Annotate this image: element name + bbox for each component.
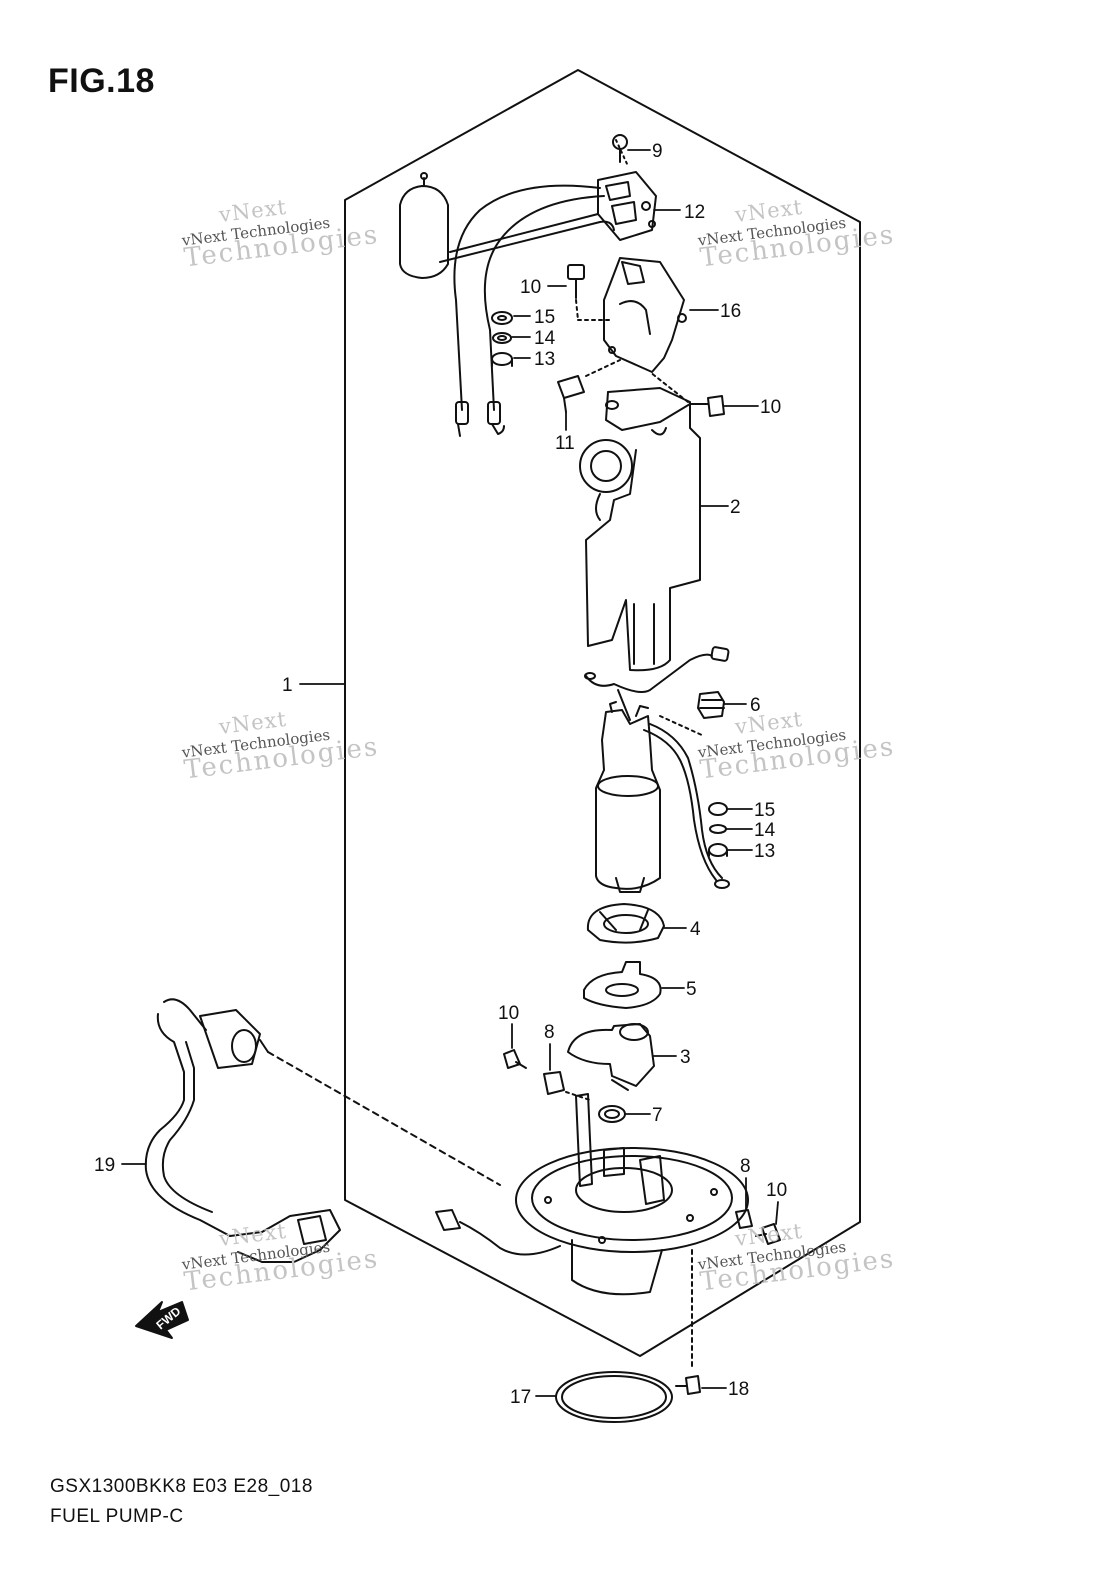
callout-5: 5 [686, 979, 697, 1000]
callout-15-upper: 15 [534, 307, 555, 328]
pump-case-2 [579, 387, 701, 672]
callout-16: 16 [720, 301, 741, 322]
fuel-level-sender [399, 172, 615, 279]
callout-4: 4 [690, 919, 701, 940]
nut-15-upper [491, 311, 513, 325]
grommet-6 [659, 691, 725, 737]
clip-8-left [543, 1071, 591, 1101]
callout-14-upper: 14 [534, 328, 556, 349]
nut-13-upper [491, 352, 513, 367]
callout-8-left: 8 [544, 1022, 555, 1043]
bolt-10-lower-right [755, 1223, 781, 1245]
bolt-9 [612, 134, 628, 163]
callout-8-right: 8 [740, 1156, 751, 1177]
callout-14-lower: 14 [754, 820, 776, 841]
clip-8-right [735, 1209, 753, 1229]
callout-9: 9 [652, 141, 663, 162]
flange-connector [435, 1209, 561, 1256]
callout-15-lower: 15 [754, 800, 775, 821]
fwd-arrow-icon: FWD [135, 1301, 189, 1339]
clip-11 [557, 359, 621, 413]
regulator-3 [567, 1023, 655, 1091]
part-group-name: FUEL PUMP-C [50, 1506, 184, 1527]
assembly-boundary [344, 69, 861, 1357]
sender-wires [453, 184, 605, 437]
fuel-pump-motor [595, 701, 661, 893]
o-ring-7 [598, 1105, 626, 1123]
hose-19 [144, 998, 501, 1263]
callout-10-upper: 10 [520, 277, 541, 298]
nut-15-lower [708, 802, 728, 816]
callout-6: 6 [750, 695, 761, 716]
nut-13-lower [708, 843, 728, 857]
callout-10-right: 10 [760, 397, 781, 418]
gasket-17 [555, 1371, 673, 1423]
callout-1: 1 [282, 675, 293, 696]
bolt-10-lower-left [503, 1049, 527, 1069]
callout-numbers: 1 2 3 4 5 6 7 8 8 9 10 10 10 10 11 12 13… [94, 141, 787, 1408]
callout-13-upper: 13 [534, 349, 555, 370]
holder-4 [586, 903, 665, 944]
bolt-18 [675, 1249, 701, 1395]
washer-14-lower [709, 824, 727, 834]
callout-12: 12 [684, 202, 705, 223]
callout-10-lower-left: 10 [498, 1003, 519, 1024]
pump-harness [584, 646, 730, 721]
callout-7: 7 [652, 1105, 663, 1126]
pump-flange [515, 1093, 749, 1296]
bolt-10-upper [567, 264, 611, 321]
sender-connector-block [597, 139, 657, 241]
figure-title: FIG.18 [48, 62, 155, 100]
callout-3: 3 [680, 1047, 691, 1068]
callout-2: 2 [730, 497, 741, 518]
callout-18: 18 [728, 1379, 749, 1400]
leader-lines [121, 149, 779, 1397]
washer-14-upper [492, 332, 512, 344]
callout-11: 11 [555, 433, 575, 454]
model-code: GSX1300BKK8 E03 E28_018 [50, 1476, 313, 1497]
bracket-16 [603, 257, 687, 373]
callout-17: 17 [510, 1387, 531, 1408]
ground-wire [643, 723, 730, 889]
plate-5 [583, 961, 662, 1009]
callout-10-lower-right: 10 [766, 1180, 787, 1201]
bolt-10-right [649, 371, 725, 417]
callout-13-lower: 13 [754, 841, 775, 862]
callout-19: 19 [94, 1155, 115, 1176]
